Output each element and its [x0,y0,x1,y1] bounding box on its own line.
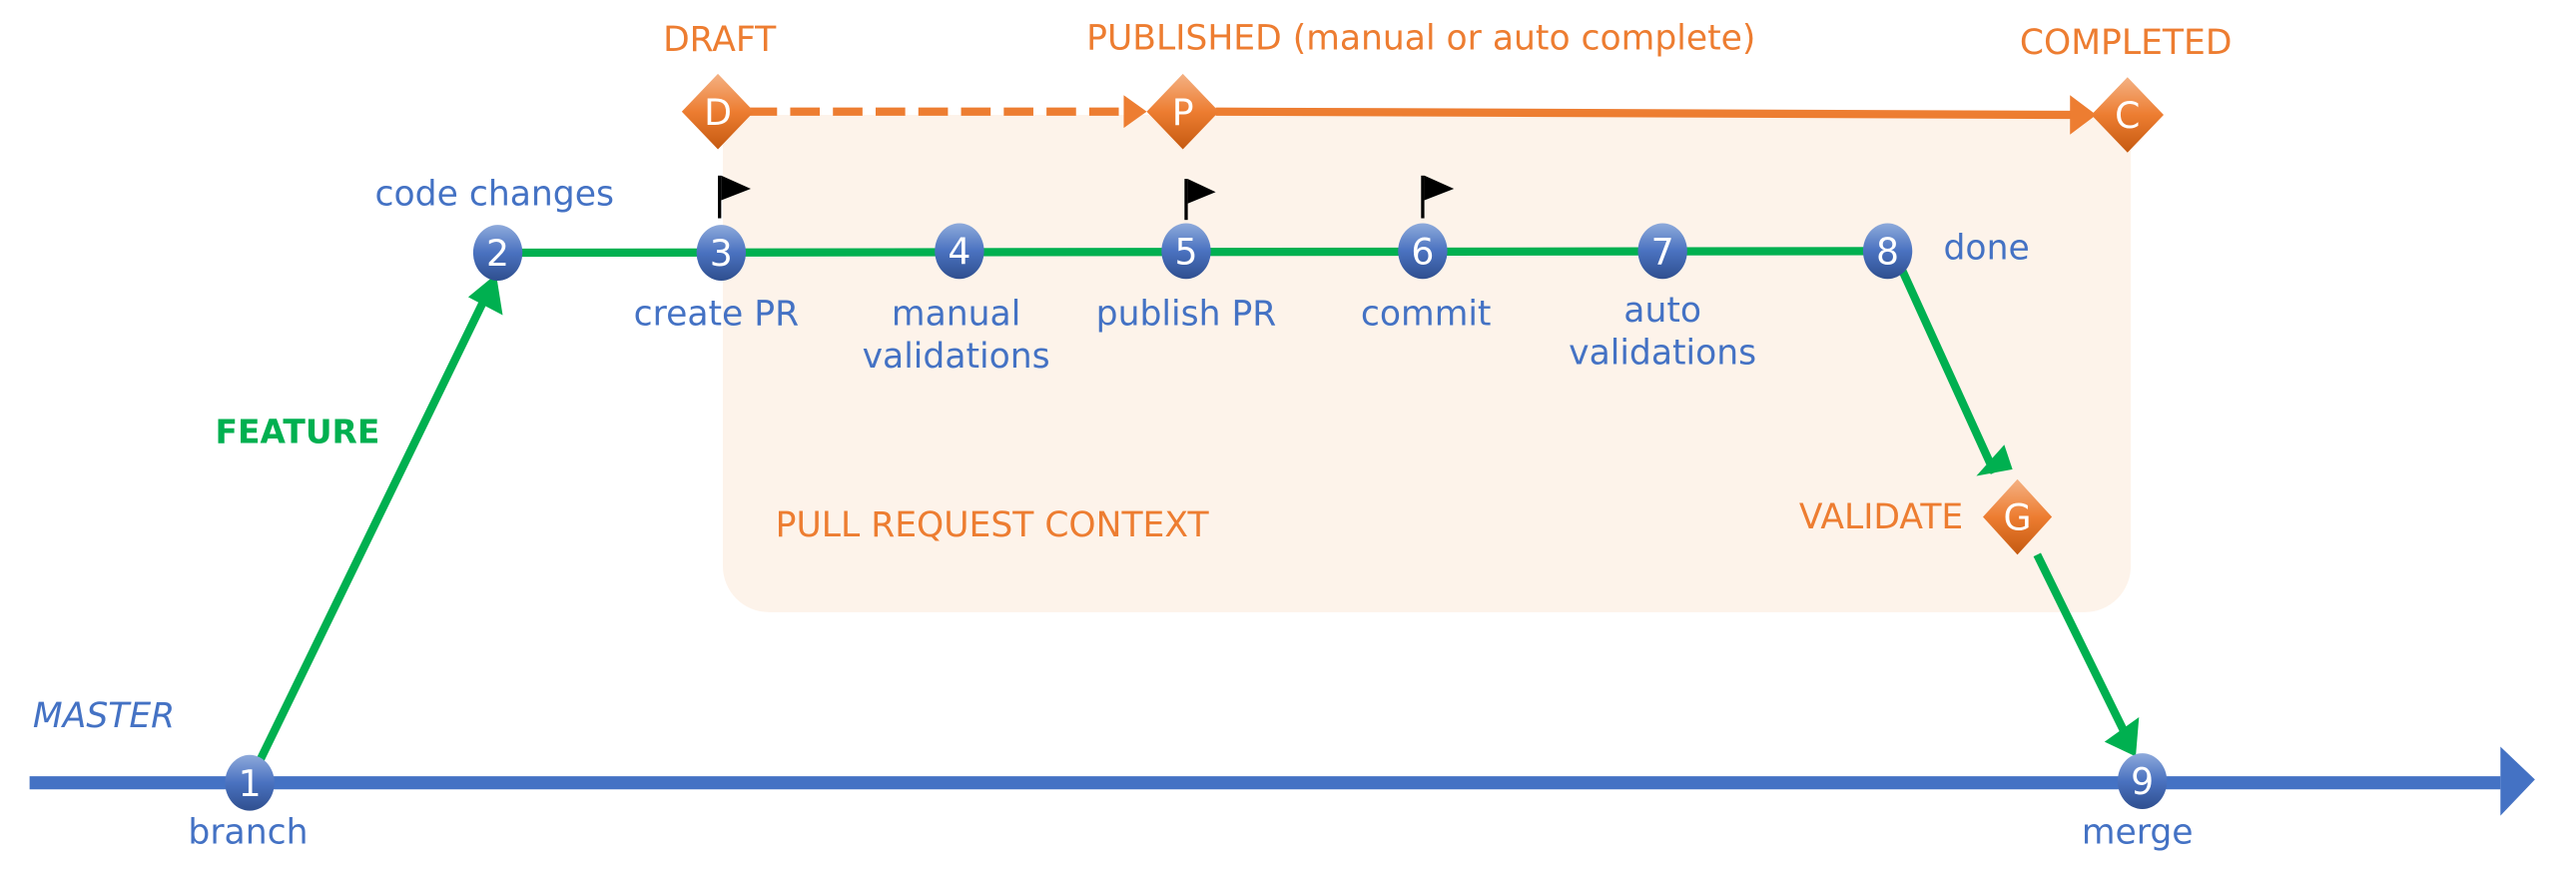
node-number: 6 [1411,231,1434,274]
node-number: 9 [2131,760,2154,803]
validate-label: VALIDATE [1799,497,1963,537]
node-circle [1637,223,1687,280]
published-label: PUBLISHED (manual or auto complete) [1086,18,1755,58]
state-completed: C COMPLETED [2020,23,2233,153]
feature-branch-out-line [251,293,490,774]
node-number: 3 [710,232,733,275]
node-label: code changes [375,174,614,214]
node-label-line-1: manual [892,294,1020,334]
node-circle [1398,223,1448,280]
validate-diamond-icon [1983,478,2053,555]
validate-gate: G VALIDATE [1799,478,2053,555]
pull-request-context-area-top-square [722,115,2132,181]
node-number: 5 [1174,231,1197,274]
node-label: create PR [634,294,799,334]
node-number: 7 [1651,231,1674,274]
node-number: 1 [239,762,262,805]
feature-branch-label: FEATURE [216,413,380,451]
commit-node-2: 2 code changes [375,174,614,281]
flag-icon [721,175,751,201]
feature-to-gate-arrow-head [1976,444,2013,476]
node-number: 8 [1876,231,1899,274]
commit-node-5: 5 publish PR [1096,223,1277,334]
completed-diamond-icon [2091,77,2165,153]
flag-icon [1424,175,1455,201]
commit-node-9: 9 merge [2082,753,2194,852]
gate-to-merge-line [2033,552,2132,741]
published-diamond-icon [1146,73,1219,150]
node-label: merge [2082,813,2194,853]
commit-node-1: 1 branch [188,754,308,853]
draft-label: DRAFT [663,20,777,60]
commit-node-8: 8 done [1862,223,2030,280]
flag-icon [1187,179,1216,204]
pull-request-context-area [722,115,2132,612]
master-arrow-head [2500,746,2535,816]
node-label: done [1944,229,2030,269]
commit-node-6: 6 commit [1361,223,1492,334]
node-label: commit [1361,294,1492,334]
flag-node-6 [1421,175,1455,219]
draft-letter: D [704,91,732,134]
commit-node-3: 3 create PR [634,225,799,334]
node-label-line-1: auto [1623,291,1701,331]
published-letter: P [1172,91,1194,134]
node-label: publish PR [1096,294,1277,334]
gate-to-merge-arrow-head [2104,716,2140,757]
validate-letter: G [2004,496,2032,539]
node-circle [935,223,984,280]
node-circle [472,225,523,281]
completed-letter: C [2115,94,2140,137]
node-circle [696,225,747,281]
published-to-completed-line [1215,107,2074,120]
draft-to-published-arrow-head [1123,95,1147,129]
node-circle [225,754,275,811]
node-circle [1862,223,1913,280]
state-published: P PUBLISHED (manual or auto complete) [1086,18,1755,150]
flag-node-3 [718,175,751,219]
flag-node-5 [1184,179,1216,221]
feature-branch-out-arrow-head [467,274,503,316]
master-branch-label: MASTER [33,696,175,736]
commit-node-7: 7 auto validations [1569,223,1756,374]
published-to-completed-arrow-head [2070,95,2097,135]
node-label: branch [188,813,308,853]
node-label-line-2: validations [1569,334,1756,374]
commit-node-4: 4 manual validations [863,223,1050,377]
completed-label: COMPLETED [2020,23,2233,63]
node-circle [2117,753,2168,809]
feature-to-gate-line [1898,269,1999,474]
node-number: 2 [486,232,509,275]
node-number: 4 [948,231,970,274]
node-label-line-2: validations [863,337,1050,377]
pull-request-context-label: PULL REQUEST CONTEXT [776,505,1210,545]
node-circle [1161,223,1211,280]
